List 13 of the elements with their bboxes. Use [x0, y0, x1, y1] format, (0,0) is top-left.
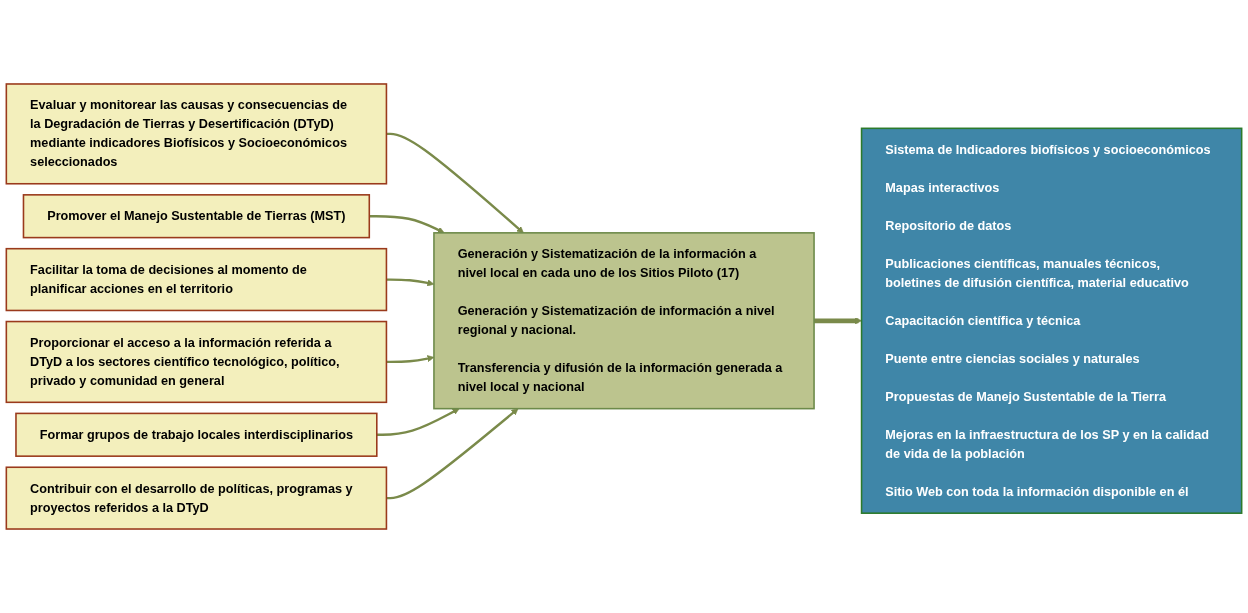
node-box: Contribuir con el desarrollo de políticas, programas y proyectos referidos a la DTyD [5, 466, 388, 530]
node-box: Evaluar y monitorear las causas y consecuencias de la Degradación de Tierras y Desertificación (DTyD) mediante indicadores Biofísicos y Socioeconómicos seleccionados [5, 83, 388, 185]
arrow [386, 408, 519, 500]
node-box: Proporcionar el acceso a la información referida a DTyD a los sectores científico tecnológico, político, privado y comunidad en general [5, 320, 388, 404]
arrow [814, 317, 862, 325]
arrow [386, 132, 524, 234]
node-box: Formar grupos de trabajo locales interdisciplinarios [15, 412, 378, 457]
node-box: Facilitar la toma de decisiones al momento de planificar acciones en el territorio [5, 247, 388, 312]
node-box: Promover el Manejo Sustentable de Tierras (MST) [22, 194, 371, 239]
arrow [369, 215, 445, 234]
node-box: Generación y Sistematización de la información a nivel local en cada uno de los Sitios Piloto (17) Generación y Sistematización de información a nivel regional y nacional. Transferencia y difusión de la información generada a nivel local y nacional [433, 232, 815, 410]
node-box: Sistema de Indicadores biofísicos y socioeconómicos Mapas interactivos Repositorio de datos Publicaciones científicas, manuales técnicos, boletines de difusión científica, material educativo Capacitación científica y técnica Puente entre ciencias sociales y naturales Propuestas de Manejo Sustentable de la Tierra Mejoras en la infraestructura de los SP y en la calidad de vida de la población Sitio Web con toda la información disponible en él [860, 127, 1243, 514]
arrow [376, 408, 460, 436]
